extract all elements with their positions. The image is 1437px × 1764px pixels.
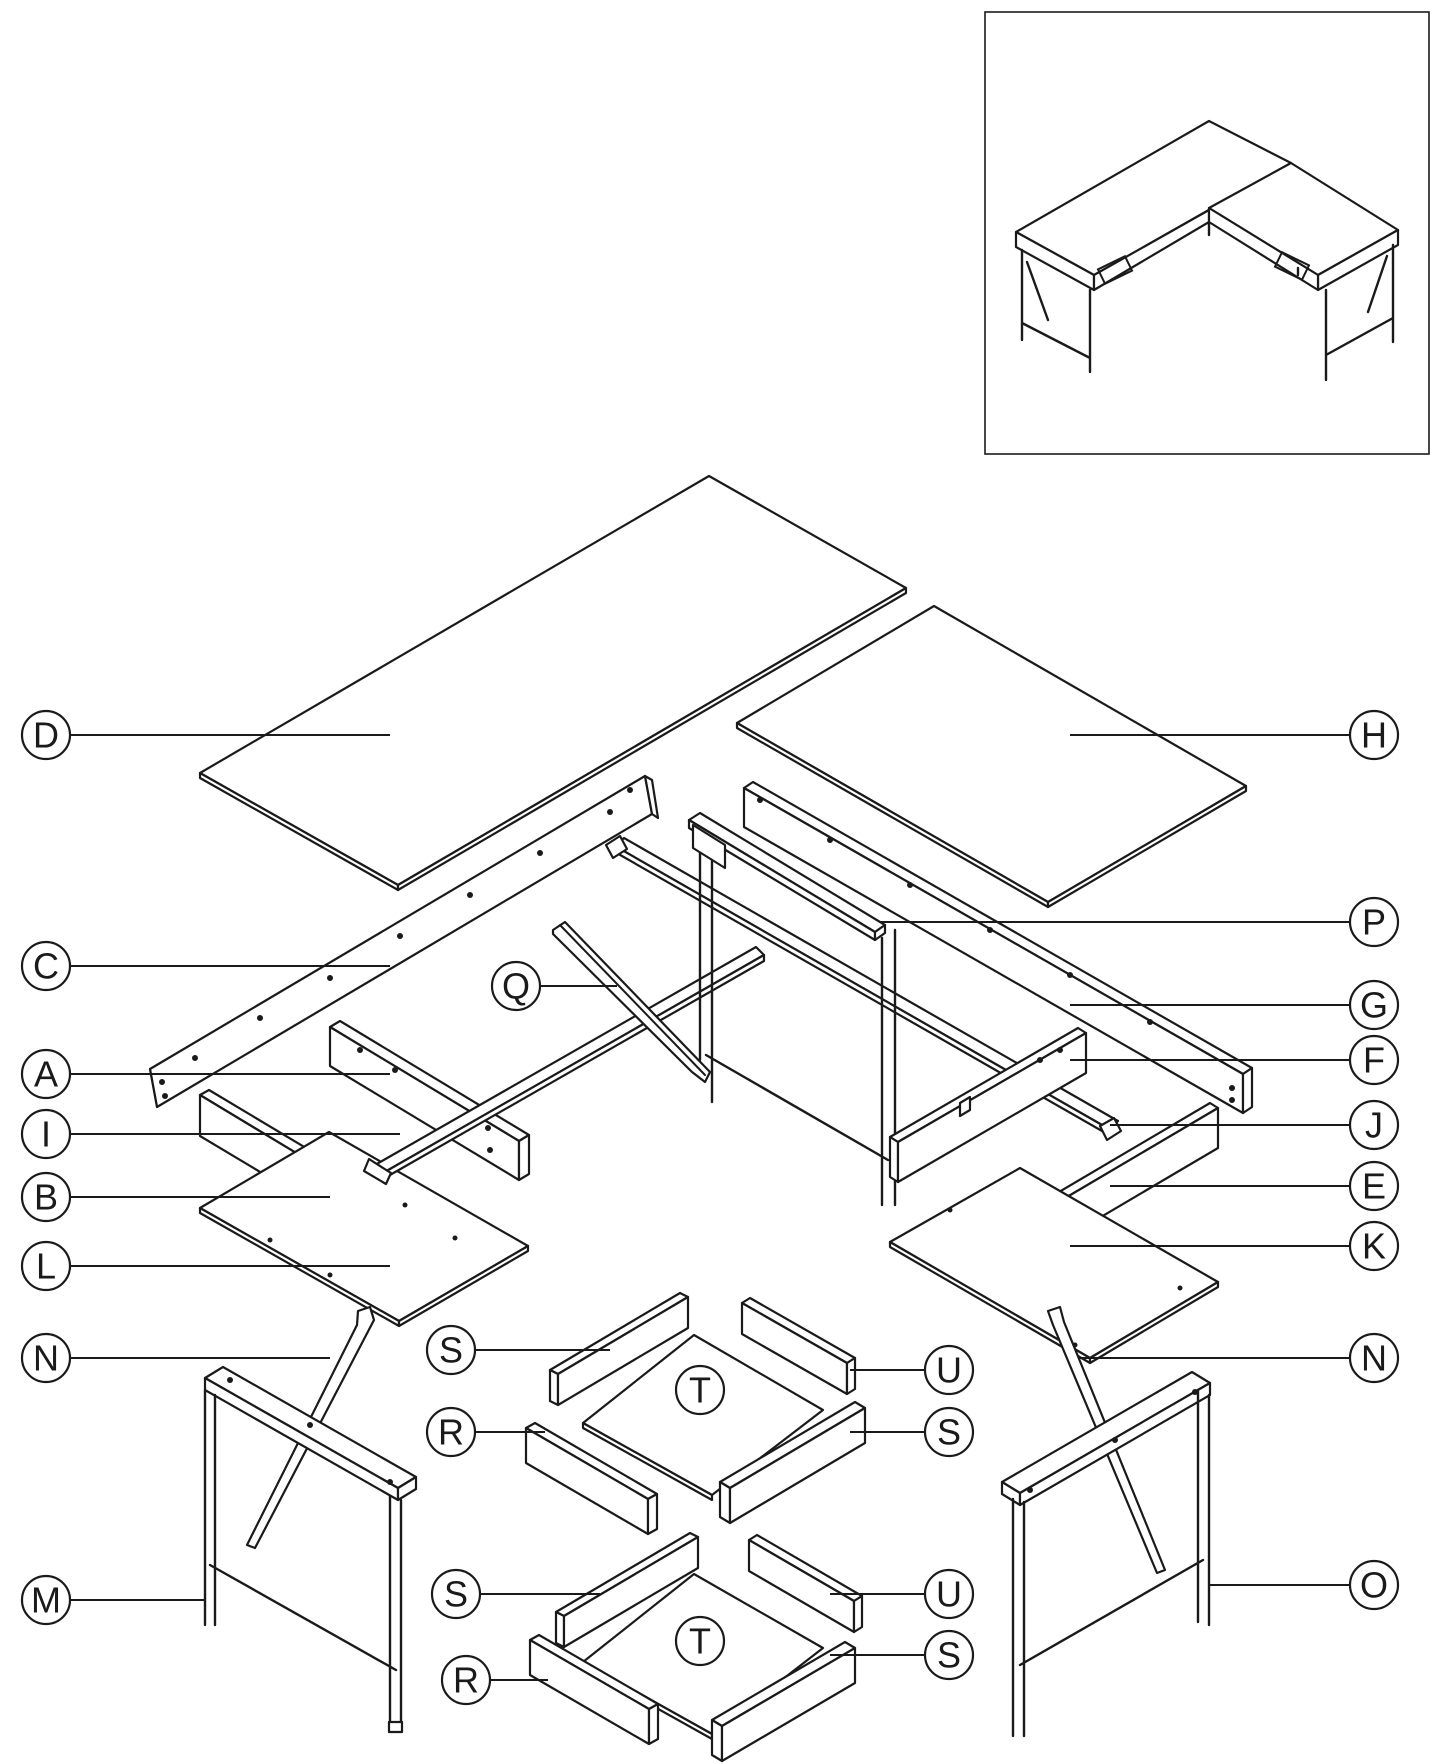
callout-label-i: I <box>41 1114 51 1155</box>
leg-frame-m <box>203 1365 418 1734</box>
callout-j: J <box>1348 1099 1400 1151</box>
callout-label-g: G <box>1360 985 1388 1026</box>
upper-drawer <box>524 1291 867 1536</box>
callout-label-f: F <box>1363 1040 1385 1081</box>
callout-c: C <box>20 940 72 992</box>
callout-l: L <box>20 1240 72 1292</box>
callout-label-s-lower-left: S <box>444 1574 468 1615</box>
callout-label-m: M <box>31 1580 61 1621</box>
callout-label-e: E <box>1362 1166 1386 1207</box>
callout-s-lower-right: S <box>923 1629 975 1681</box>
callout-label-u-upper: U <box>936 1350 962 1391</box>
callout-label-n-right: N <box>1361 1338 1387 1379</box>
callout-label-q: Q <box>502 966 530 1007</box>
back-panel-c <box>148 774 660 1109</box>
callout-label-l: L <box>36 1246 56 1287</box>
callout-label-o: O <box>1360 1565 1388 1606</box>
shelf-k <box>888 1166 1220 1365</box>
callout-g: G <box>1348 979 1400 1031</box>
back-panel-g <box>742 780 1254 1115</box>
callout-f: F <box>1348 1034 1400 1086</box>
callout-t-upper: T <box>674 1364 726 1416</box>
callout-label-p: P <box>1362 902 1386 943</box>
middle-frame-p <box>687 811 897 1207</box>
desk-top-h <box>735 604 1248 909</box>
callout-h: H <box>1348 709 1400 761</box>
callout-label-j: J <box>1365 1105 1383 1146</box>
lower-drawer <box>528 1531 864 1763</box>
callout-q: Q <box>490 960 542 1012</box>
callout-n-right: N <box>1348 1332 1400 1384</box>
callout-label-k: K <box>1362 1226 1386 1267</box>
callout-s-upper-left: S <box>425 1324 477 1376</box>
callout-d: D <box>20 709 72 761</box>
callout-n-left: N <box>20 1332 72 1384</box>
desk-top-d <box>198 474 908 892</box>
callout-label-s-upper-left: S <box>439 1330 463 1371</box>
callout-e: E <box>1348 1160 1400 1212</box>
callout-b: B <box>20 1171 72 1223</box>
callout-s-upper-right: S <box>923 1406 975 1458</box>
callout-i: I <box>20 1108 72 1160</box>
callout-label-n-left: N <box>33 1338 59 1379</box>
callout-label-s-upper-right: S <box>937 1412 961 1453</box>
assembled-desk-inset <box>984 11 1430 455</box>
leg-frame-o <box>1000 1370 1212 1738</box>
leader-lines <box>70 734 1350 1681</box>
side-panel-f <box>888 1026 1088 1184</box>
callout-t-lower: T <box>674 1615 726 1667</box>
callout-label-d: D <box>33 715 59 756</box>
callout-label-s-lower-right: S <box>937 1635 961 1676</box>
callout-label-u-lower: U <box>936 1574 962 1615</box>
callout-o: O <box>1348 1559 1400 1611</box>
callout-a: A <box>20 1048 72 1100</box>
callout-p: P <box>1348 896 1400 948</box>
callout-u-upper: U <box>923 1344 975 1396</box>
callout-label-r-lower: R <box>453 1660 479 1701</box>
callout-k: K <box>1348 1220 1400 1272</box>
callout-m: M <box>20 1574 72 1626</box>
callout-s-lower-left: S <box>430 1568 482 1620</box>
callout-label-c: C <box>33 946 59 987</box>
brace-q <box>551 920 712 1084</box>
callout-label-a: A <box>34 1054 58 1095</box>
callout-r-upper: R <box>425 1406 477 1458</box>
cross-bar-i <box>362 945 766 1186</box>
callout-r-lower: R <box>440 1654 492 1706</box>
callout-label-b: B <box>34 1177 58 1218</box>
callout-label-t-lower: T <box>689 1621 711 1662</box>
cross-bar-j <box>604 834 1123 1142</box>
callout-label-r-upper: R <box>438 1412 464 1453</box>
callout-label-t-upper: T <box>689 1370 711 1411</box>
callout-label-h: H <box>1361 715 1387 756</box>
callout-u-lower: U <box>923 1568 975 1620</box>
